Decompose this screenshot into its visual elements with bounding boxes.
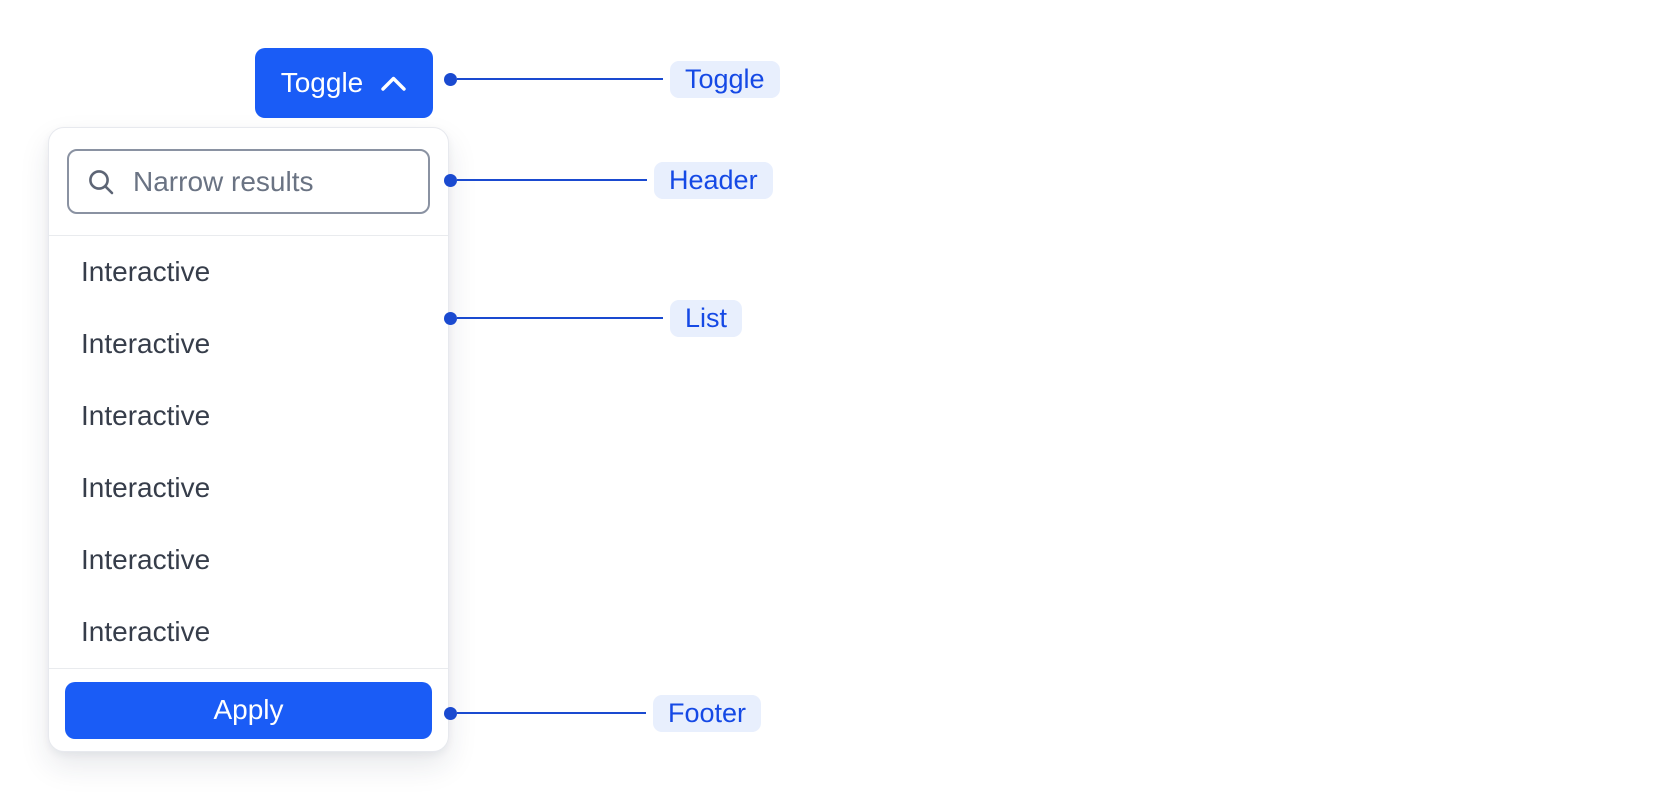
toggle-button-label: Toggle: [280, 67, 364, 98]
list-item[interactable]: Interactive: [81, 400, 211, 431]
connector-dot: [444, 311, 457, 325]
connector-dot: [444, 173, 457, 187]
list-item[interactable]: Interactive: [81, 328, 211, 359]
annotation-header: Header: [444, 160, 773, 200]
apply-button[interactable]: Apply: [65, 681, 432, 739]
dropdown-footer: Apply: [49, 668, 448, 751]
search-icon: [86, 167, 116, 197]
connector-line: [457, 316, 663, 320]
connector-line: [457, 711, 646, 715]
annotation-list: List: [444, 298, 743, 338]
annotation-label-header: Header: [654, 161, 773, 199]
dropdown-panel: Interactive Interactive Interactive Inte…: [48, 127, 449, 752]
toggle-button[interactable]: Toggle: [255, 48, 433, 118]
list-item[interactable]: Interactive: [81, 472, 211, 503]
connector-line: [457, 178, 647, 182]
list-item[interactable]: Interactive: [81, 256, 211, 287]
list-item[interactable]: Interactive: [81, 544, 211, 575]
list-item[interactable]: Interactive: [81, 616, 211, 647]
annotation-footer: Footer: [444, 693, 762, 733]
annotation-toggle: Toggle: [444, 59, 780, 99]
connector-dot: [444, 706, 457, 720]
dropdown-header: [49, 128, 448, 236]
dropdown-list: Interactive Interactive Interactive Inte…: [49, 236, 448, 668]
annotation-label-list: List: [670, 299, 743, 337]
search-box[interactable]: [67, 149, 430, 214]
annotation-label-footer: Footer: [653, 694, 762, 732]
annotation-label-toggle: Toggle: [670, 60, 780, 98]
connector-dot: [444, 72, 457, 86]
connector-line: [457, 77, 663, 81]
search-input[interactable]: [131, 164, 411, 199]
chevron-up-icon: [380, 75, 407, 92]
